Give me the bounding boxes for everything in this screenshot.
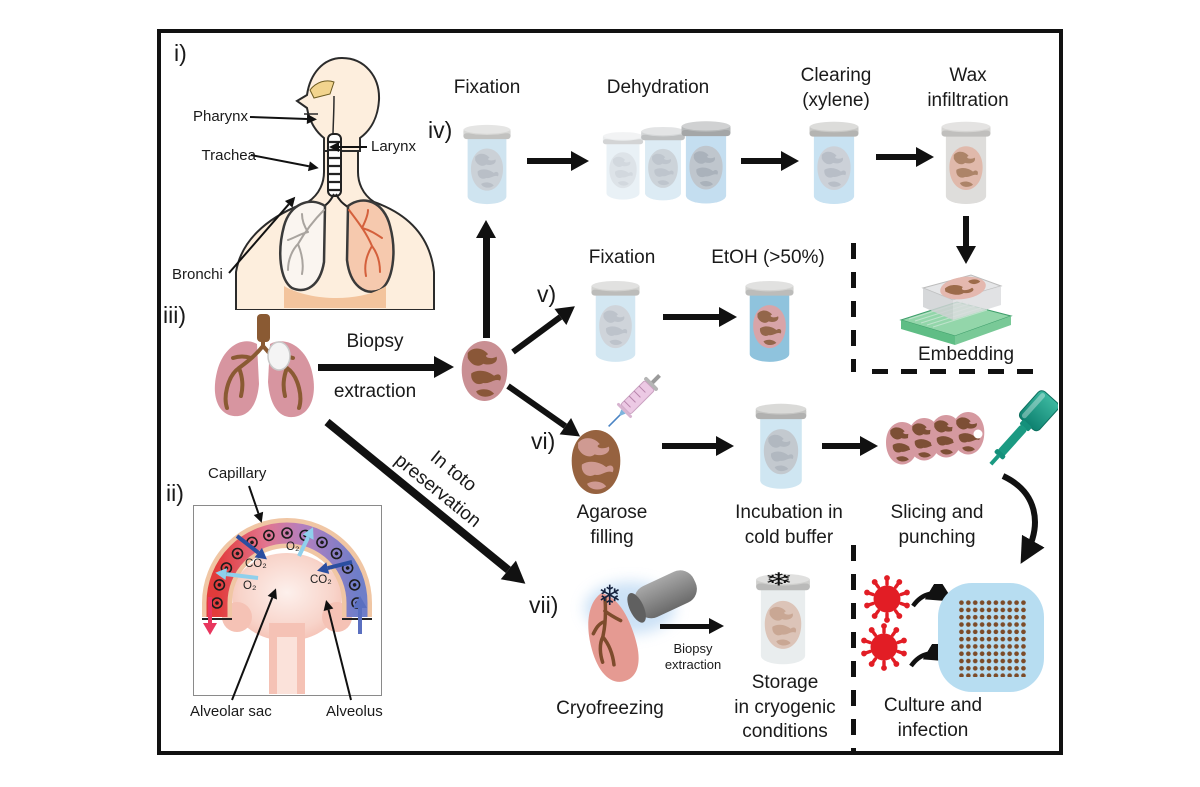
punch-tool-icon <box>989 390 1058 466</box>
culture-line2: infection <box>897 719 969 741</box>
anatomy-label-larynx: Larynx <box>371 138 417 155</box>
slicing-line2: punching <box>898 526 976 548</box>
fixation-iv-label: Fixation <box>453 77 521 98</box>
dashed-divider-horizontal <box>872 369 1044 374</box>
clearing-line2: (xylene) <box>802 89 870 111</box>
agarose-label: Agarose filling <box>567 501 657 550</box>
wax-vial-icon <box>938 117 994 214</box>
culture-line1: Culture and <box>883 695 983 716</box>
anatomy-label-pharynx: Pharynx <box>192 108 248 125</box>
incubation-line1: Incubation in <box>735 502 843 523</box>
vii-arrow-line1: Biopsy <box>673 641 713 656</box>
dehydration-vial-3-icon <box>678 116 734 214</box>
snowflake-icon: ❄ <box>598 580 622 611</box>
fixation-iv-vial-icon <box>460 120 514 214</box>
panel-label-iv: iv) <box>428 117 453 143</box>
dehydration-label: Dehydration <box>606 77 710 98</box>
capillary-label: Capillary <box>208 465 267 482</box>
embedding-label: Embedding <box>917 344 1015 365</box>
clearing-line1: Clearing <box>800 65 872 86</box>
storage-line1: Storage <box>751 672 819 693</box>
alveolus-label: Alveolus <box>326 703 383 720</box>
agarose-line1: Agarose <box>576 502 648 523</box>
vii-arrow-label: Biopsy extraction <box>653 641 733 674</box>
panel-label-ii: ii) <box>166 480 184 506</box>
dashed-divider-vertical-top <box>851 243 856 372</box>
cryospray-icon <box>585 570 697 682</box>
storage-label: Storage in cryogenic conditions <box>726 671 844 745</box>
panel-label-vii: vii) <box>529 592 559 618</box>
incubation-label: Incubation in cold buffer <box>729 501 849 550</box>
o2-label-1: O₂ <box>286 541 300 553</box>
fixation-v-vial-icon <box>588 276 643 372</box>
embedding-cassette-icon <box>899 274 1013 345</box>
fixation-v-label: Fixation <box>588 247 656 268</box>
curved-arrow-to-culture <box>1001 473 1045 564</box>
tissue-punch-grid <box>958 599 1026 677</box>
lungs-icon <box>214 314 314 418</box>
clearing-label: Clearing (xylene) <box>786 64 886 113</box>
syringe-icon <box>608 374 661 427</box>
biopsy-extraction-label-line2: extraction <box>333 381 417 402</box>
slicing-label: Slicing and punching <box>882 501 992 550</box>
storage-line2: in cryogenic <box>734 696 836 718</box>
virus-arrow-1 <box>911 584 954 608</box>
culture-plate <box>938 583 1044 692</box>
panel-label-iii: iii) <box>163 302 186 328</box>
wax-line2: infiltration <box>927 89 1009 111</box>
alveolus-illustration <box>202 518 372 694</box>
anatomy-label-bronchi: Bronchi <box>172 266 223 283</box>
virus-icon-1 <box>863 575 911 623</box>
o2-label-2: O₂ <box>243 580 257 592</box>
anatomy-label-trachea: Trachea <box>201 147 256 164</box>
culture-label: Culture and infection <box>868 694 998 743</box>
etoh-label: EtOH (>50%) <box>711 247 825 268</box>
clearing-vial-icon <box>806 117 862 214</box>
panel-label-v: v) <box>537 281 557 307</box>
panel-label-i: i) <box>174 40 187 66</box>
storage-snowflake-icon: ❄ <box>764 568 794 590</box>
panel-label-vi: vi) <box>531 428 556 454</box>
cryofreezing-label: Cryofreezing <box>556 698 664 719</box>
co2-label-2: CO₂ <box>310 574 332 586</box>
etoh-vial-icon <box>742 276 797 372</box>
wax-line1: Wax <box>949 65 987 86</box>
co2-label-1: CO₂ <box>245 558 267 570</box>
slicing-line1: Slicing and <box>890 502 984 523</box>
dashed-divider-vertical-bottom <box>851 545 856 755</box>
biopsy-extraction-label-line1: Biopsy <box>346 331 404 352</box>
vii-arrow-line2: extraction <box>664 657 722 673</box>
biopsy-tissue-icon <box>461 341 508 401</box>
incubation-vial-icon <box>752 402 810 496</box>
anatomy-illustration <box>235 56 435 310</box>
tissue-slices-icon <box>886 412 985 465</box>
alveolar-sac-label: Alveolar sac <box>190 703 272 720</box>
virus-icon-2 <box>860 623 908 671</box>
agarose-line2: filling <box>590 526 634 548</box>
incubation-line2: cold buffer <box>744 526 834 548</box>
storage-line3: conditions <box>742 721 828 743</box>
wax-infiltration-label: Wax infiltration <box>918 64 1018 113</box>
